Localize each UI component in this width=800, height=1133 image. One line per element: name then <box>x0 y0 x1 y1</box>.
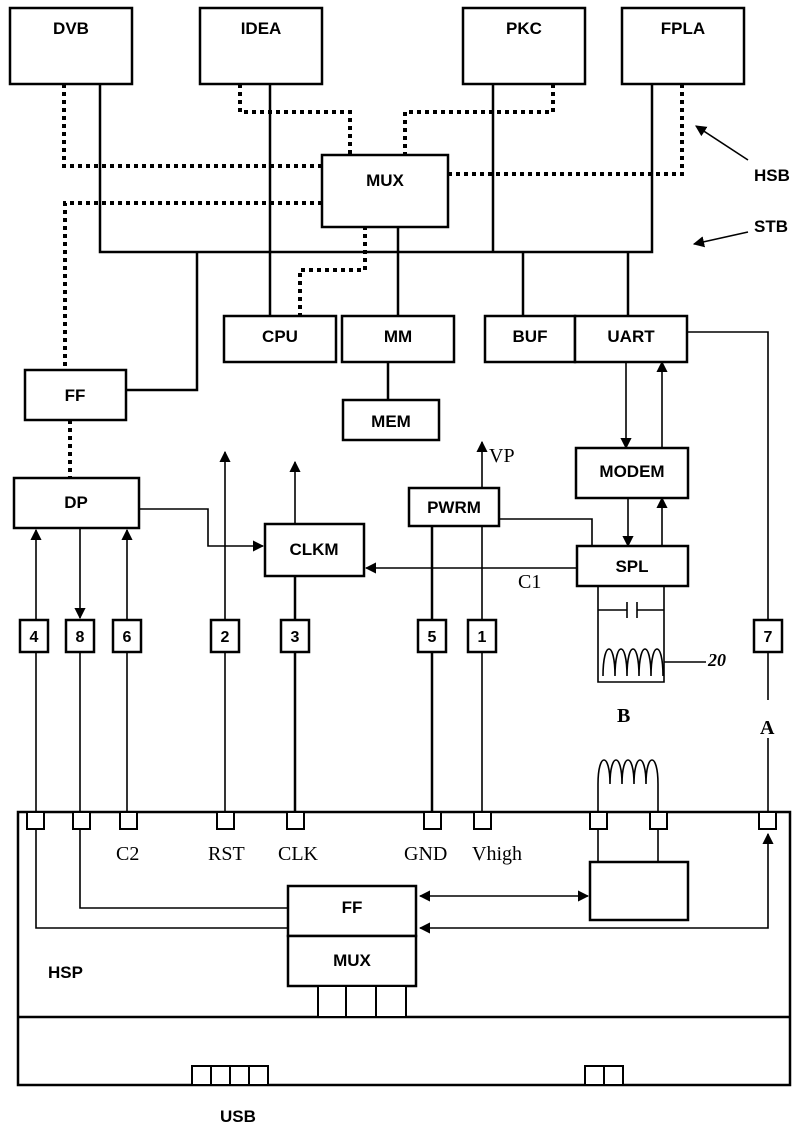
dp-label: DP <box>64 493 88 512</box>
spl-label: SPL <box>615 557 648 576</box>
modem-label: MODEM <box>599 462 664 481</box>
label-a: A <box>760 717 775 739</box>
coil-icon <box>603 649 663 676</box>
buf-block: BUF <box>485 316 575 362</box>
hsp-contact-pads <box>27 812 776 829</box>
svg-text:1: 1 <box>478 629 487 646</box>
ff-top-label: FF <box>65 386 86 405</box>
lower-coil-icon <box>598 760 658 812</box>
cpu-block: CPU <box>224 316 336 362</box>
mm-label: MM <box>384 327 412 346</box>
vp-label: VP <box>489 445 515 467</box>
pin-7: 7 <box>754 620 782 652</box>
mem-label: MEM <box>371 412 411 431</box>
svg-text:5: 5 <box>428 629 437 646</box>
mux-bottom-outputs <box>318 986 406 1017</box>
usb-connector-left <box>192 1066 268 1085</box>
clkm-label: CLKM <box>289 540 338 559</box>
hsp-coil-driver-box <box>590 829 688 920</box>
pin-row: 4 8 6 2 3 5 1 7 <box>20 620 782 652</box>
modem-block: MODEM <box>576 448 688 498</box>
uart-block: UART <box>575 316 687 362</box>
dp-block: DP <box>14 478 139 528</box>
mux-bottom-block: MUX <box>288 936 416 986</box>
pin-8: 8 <box>66 620 94 652</box>
hsb-label: HSB <box>754 166 790 185</box>
svg-text:8: 8 <box>76 629 85 646</box>
pin-1: 1 <box>468 620 496 652</box>
dp-to-clkm-arrow <box>139 509 263 546</box>
svg-text:7: 7 <box>764 629 773 646</box>
coil-ref-label: 20 <box>707 650 726 670</box>
mux-bottom-label: MUX <box>333 951 371 970</box>
pkc-label: PKC <box>506 19 542 38</box>
mm-block: MM <box>342 316 454 362</box>
svg-text:4: 4 <box>30 629 39 646</box>
usb-label: USB <box>220 1107 256 1126</box>
uart-pin7-link <box>687 332 768 620</box>
mux-top-block: MUX <box>322 155 448 227</box>
svg-text:6: 6 <box>123 629 132 646</box>
ff-bottom-block: FF <box>288 886 416 936</box>
clk-label: CLK <box>278 843 319 865</box>
hsp-wire-c4 <box>36 829 288 928</box>
rst-label: RST <box>208 843 245 865</box>
uart-label: UART <box>607 327 655 346</box>
stb-label: STB <box>754 217 788 236</box>
hsp-label: HSP <box>48 963 83 982</box>
ff-bottom-label: FF <box>342 898 363 917</box>
buf-label: BUF <box>513 327 548 346</box>
dvb-label: DVB <box>53 19 89 38</box>
pin-3: 3 <box>281 620 309 652</box>
c2-label: C2 <box>116 843 139 865</box>
c1-label: C1 <box>518 571 541 593</box>
gnd-label: GND <box>404 843 447 865</box>
pin-4: 4 <box>20 620 48 652</box>
ff-top-block: FF <box>25 370 126 420</box>
spl-block: SPL <box>577 546 688 586</box>
pin-5: 5 <box>418 620 446 652</box>
vhigh-label: Vhigh <box>472 843 522 865</box>
cpu-label: CPU <box>262 327 298 346</box>
pkc-block: PKC <box>463 8 585 84</box>
dvb-block: DVB <box>10 8 132 84</box>
label-b: B <box>617 705 630 727</box>
idea-block: IDEA <box>200 8 322 84</box>
pwrm-block: PWRM <box>409 488 499 526</box>
antenna-circuit <box>598 586 706 682</box>
fpla-block: FPLA <box>622 8 744 84</box>
svg-text:3: 3 <box>291 629 300 646</box>
pin-2: 2 <box>211 620 239 652</box>
mem-block: MEM <box>343 400 439 440</box>
mux-top-label: MUX <box>366 171 404 190</box>
clkm-block: CLKM <box>265 524 364 576</box>
fpla-label: FPLA <box>661 19 705 38</box>
hsp-wire-c8 <box>80 829 288 908</box>
svg-text:2: 2 <box>221 629 230 646</box>
stb-arrow <box>694 232 748 244</box>
pin-6: 6 <box>113 620 141 652</box>
pwrm-label: PWRM <box>427 498 481 517</box>
idea-label: IDEA <box>241 19 282 38</box>
pwrm-spl-link <box>499 519 592 546</box>
usb-connector-right <box>585 1066 623 1085</box>
hsb-arrow <box>696 126 748 160</box>
